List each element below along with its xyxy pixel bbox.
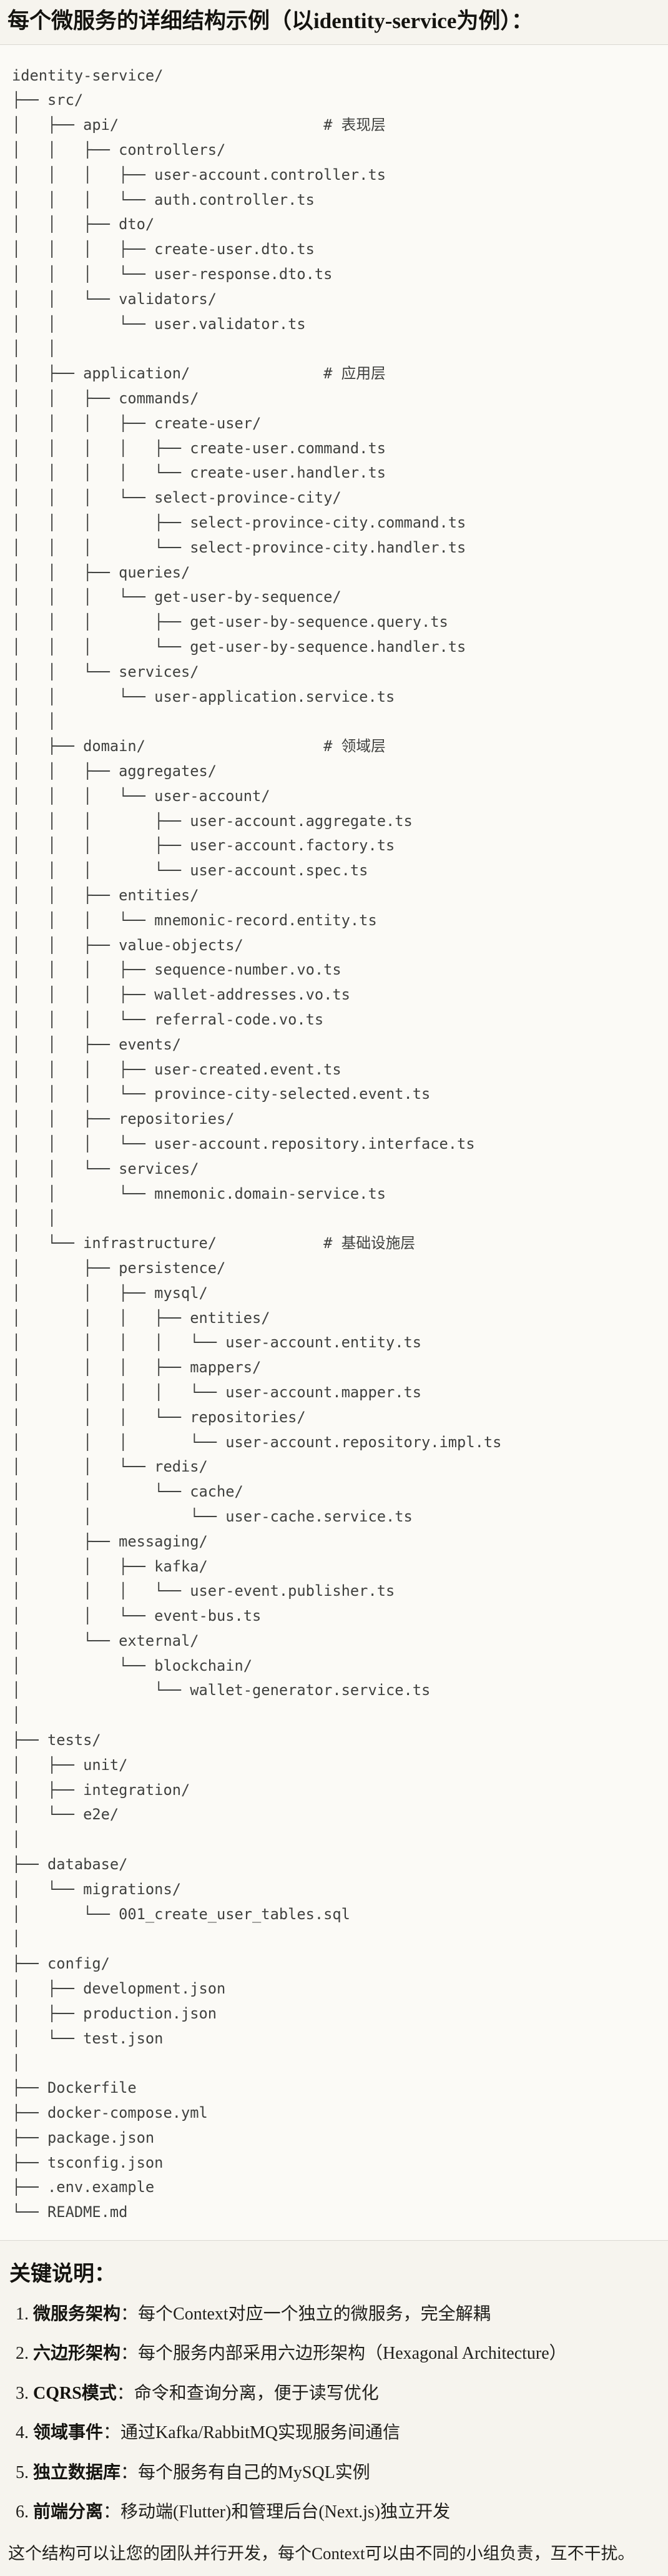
note-number: 3. xyxy=(16,2383,33,2403)
note-item: 1. 微服务架构：每个Context对应一个独立的微服务，完全解耦 xyxy=(16,2304,661,2324)
note-text: ：命令和查询分离，便于读写优化 xyxy=(116,2383,379,2403)
note-text: ：通过Kafka/RabbitMQ实现服务间通信 xyxy=(103,2423,400,2443)
note-item: 3. CQRS模式：命令和查询分离，便于读写优化 xyxy=(16,2384,661,2403)
note-number: 5. xyxy=(16,2462,33,2482)
note-text: ：每个服务有自己的MySQL实例 xyxy=(120,2462,370,2482)
notes-list: 1. 微服务架构：每个Context对应一个独立的微服务，完全解耦 2. 六边形架… xyxy=(7,2304,661,2522)
note-label: 前端分离 xyxy=(33,2502,104,2522)
note-number: 4. xyxy=(16,2423,33,2443)
note-text: ：每个Context对应一个独立的微服务，完全解耦 xyxy=(120,2304,491,2324)
note-item: 6. 前端分离：移动端(Flutter)和管理后台(Next.js)独立开发 xyxy=(16,2502,661,2522)
note-label: CQRS模式 xyxy=(33,2383,117,2403)
note-number: 2. xyxy=(16,2344,33,2364)
code-block: identity-service/ ├── src/ │ ├── api/ # … xyxy=(0,44,668,2241)
note-text: ：每个服务内部采用六边形架构（Hexagonal Architecture） xyxy=(120,2344,567,2364)
notes-section: 关键说明： 1. 微服务架构：每个Context对应一个独立的微服务，完全解耦 2… xyxy=(0,2241,668,2576)
page-title: 每个微服务的详细结构示例（以identity-service为例）： xyxy=(7,9,533,33)
note-label: 独立数据库 xyxy=(33,2462,121,2482)
note-text: ：移动端(Flutter)和管理后台(Next.js)独立开发 xyxy=(103,2502,451,2522)
note-item: 2. 六边形架构：每个服务内部采用六边形架构（Hexagonal Archite… xyxy=(16,2344,661,2363)
directory-tree: identity-service/ ├── src/ │ ├── api/ # … xyxy=(12,66,502,2221)
notes-heading: 关键说明： xyxy=(9,2263,115,2286)
note-label: 六边形架构 xyxy=(33,2344,121,2364)
note-item: 4. 领域事件：通过Kafka/RabbitMQ实现服务间通信 xyxy=(16,2423,661,2442)
note-label: 微服务架构 xyxy=(33,2304,121,2324)
note-label: 领域事件 xyxy=(33,2423,104,2443)
note-number: 6. xyxy=(16,2502,33,2522)
note-number: 1. xyxy=(16,2304,33,2324)
note-item: 5. 独立数据库：每个服务有自己的MySQL实例 xyxy=(16,2463,661,2482)
closing-paragraph: 这个结构可以让您的团队并行开发，每个Context可以由不同的小组负责，互不干扰… xyxy=(8,2544,635,2564)
